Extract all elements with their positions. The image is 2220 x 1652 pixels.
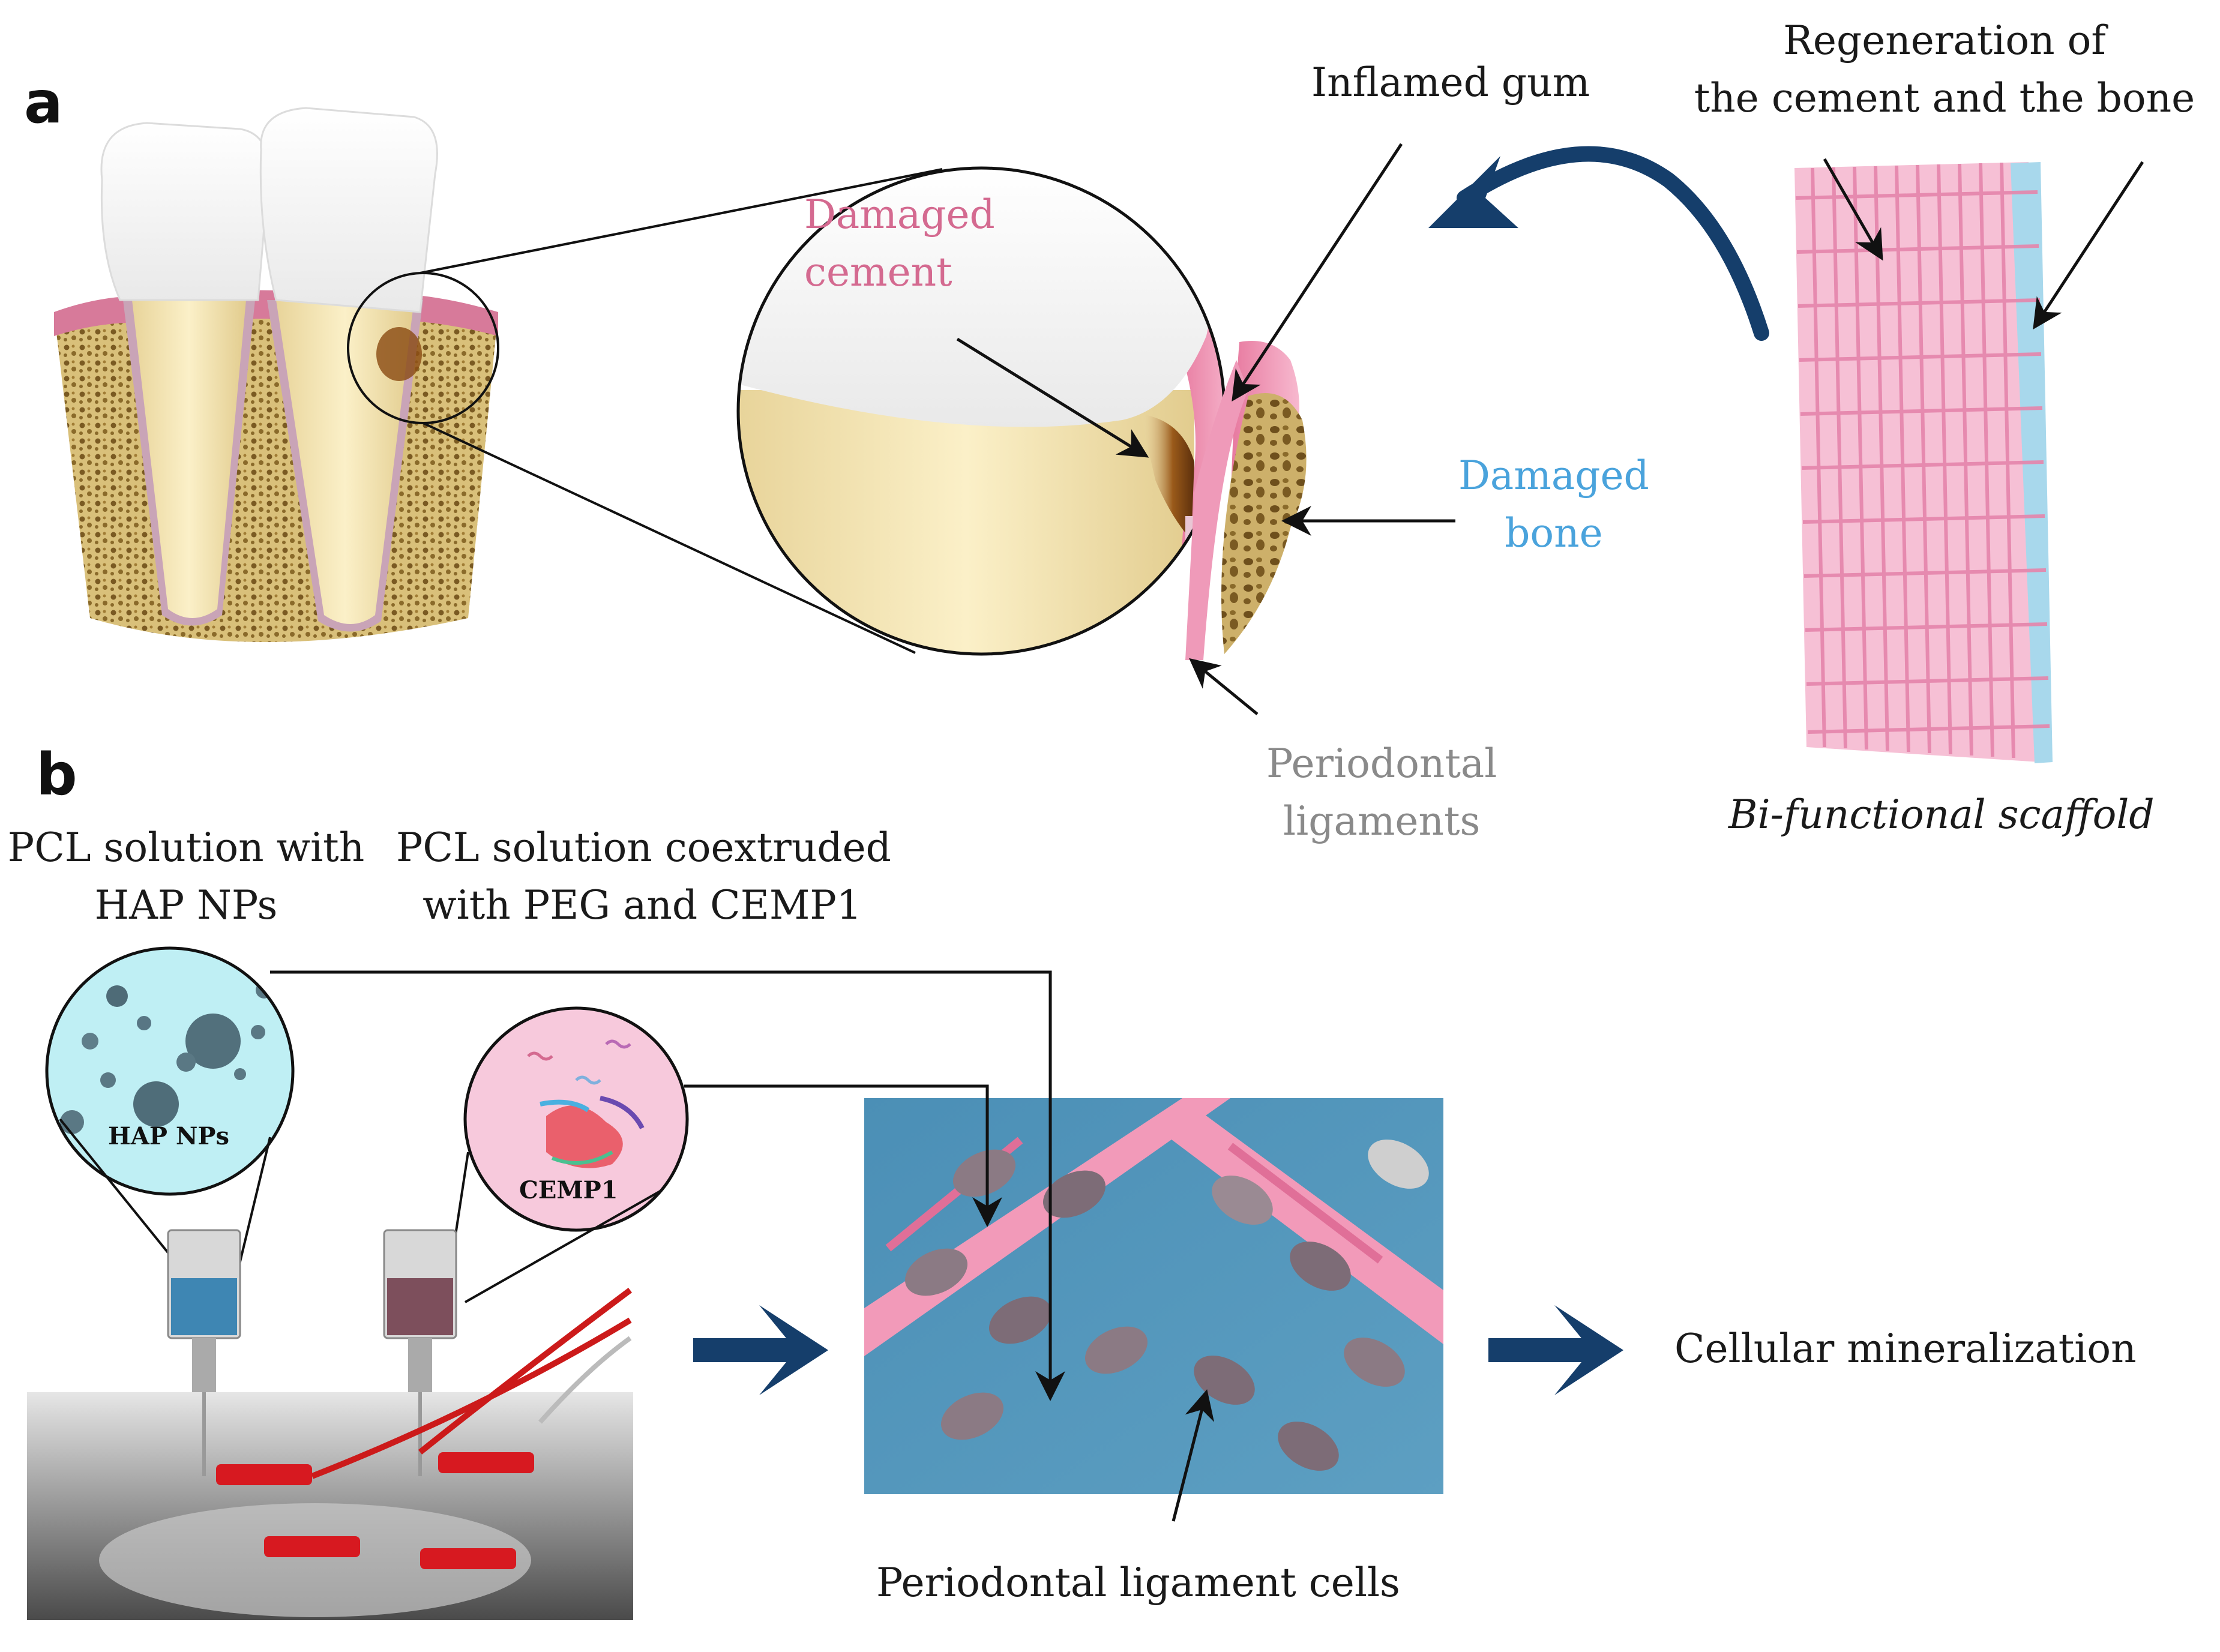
crown-right xyxy=(259,107,438,313)
hap-nps-bubble xyxy=(45,946,295,1196)
label-periodontal-ligament-cells: Periodontal ligament cells xyxy=(876,1560,1400,1606)
regeneration-arrow xyxy=(1457,146,1769,341)
arrow-regeneration-cement xyxy=(1823,158,1883,261)
zoom-line-top xyxy=(420,168,943,274)
hap-zoom-line-left xyxy=(59,1118,175,1261)
label-damaged-cement: Damaged cement xyxy=(804,191,995,295)
cemp-zoom-line-right xyxy=(465,1190,661,1303)
jaw-illustration xyxy=(54,107,498,642)
label-periodontal-ligaments: Periodontal ligaments xyxy=(1266,740,1497,844)
panel-label-b: b xyxy=(36,741,77,808)
zoom-root xyxy=(738,390,1194,654)
label-pcl-hap: PCL solution with HAP NPs xyxy=(7,824,365,928)
label-regeneration: Regeneration of the cement and the bone xyxy=(1694,17,2195,121)
zoom-crown xyxy=(738,168,1214,427)
cemp1-bubble xyxy=(463,1006,689,1232)
process-arrow-1 xyxy=(693,1305,828,1395)
label-cellular-mineralization: Cellular mineralization xyxy=(1674,1326,2137,1372)
root-right-inner xyxy=(276,300,414,624)
connector-cemp1 xyxy=(684,1084,1002,1227)
cement-damage-small xyxy=(376,327,422,381)
label-damaged-bone: Damaged bone xyxy=(1458,452,1649,556)
jaw-bone xyxy=(54,312,498,642)
hap-nps-bubble-label: HAP NPs xyxy=(108,1122,229,1150)
zoom-stain xyxy=(1140,414,1194,540)
root-left-inner xyxy=(132,300,246,618)
process-arrow-2 xyxy=(1488,1305,1623,1395)
cemp1-bubble-label: CEMP1 xyxy=(519,1176,618,1204)
arrow-cells xyxy=(1172,1389,1215,1522)
coextrusion-device xyxy=(27,1229,633,1620)
arrow-inflamed-gum xyxy=(1232,143,1403,402)
label-bi-functional-scaffold: Bi-functional scaffold xyxy=(1728,791,2155,838)
crown-left xyxy=(100,122,270,301)
bi-functional-scaffold xyxy=(1794,162,2053,763)
scaffold-cells-render xyxy=(864,1098,1443,1494)
arrow-damaged-cement xyxy=(956,337,1149,458)
label-pcl-peg-cemp1: PCL solution coextruded with PEG and CEM… xyxy=(396,824,891,928)
label-inflamed-gum: Inflamed gum xyxy=(1311,59,1590,106)
regeneration-arrow-head xyxy=(1428,156,1518,228)
scaffold-grid xyxy=(1795,162,2050,758)
arrow-regeneration-bone xyxy=(2033,161,2144,330)
arrow-periodontal-ligaments xyxy=(1189,658,1259,715)
zoom-line-bottom xyxy=(423,422,916,654)
panel-label-a: a xyxy=(24,69,63,136)
connector-hap xyxy=(270,970,1065,1401)
